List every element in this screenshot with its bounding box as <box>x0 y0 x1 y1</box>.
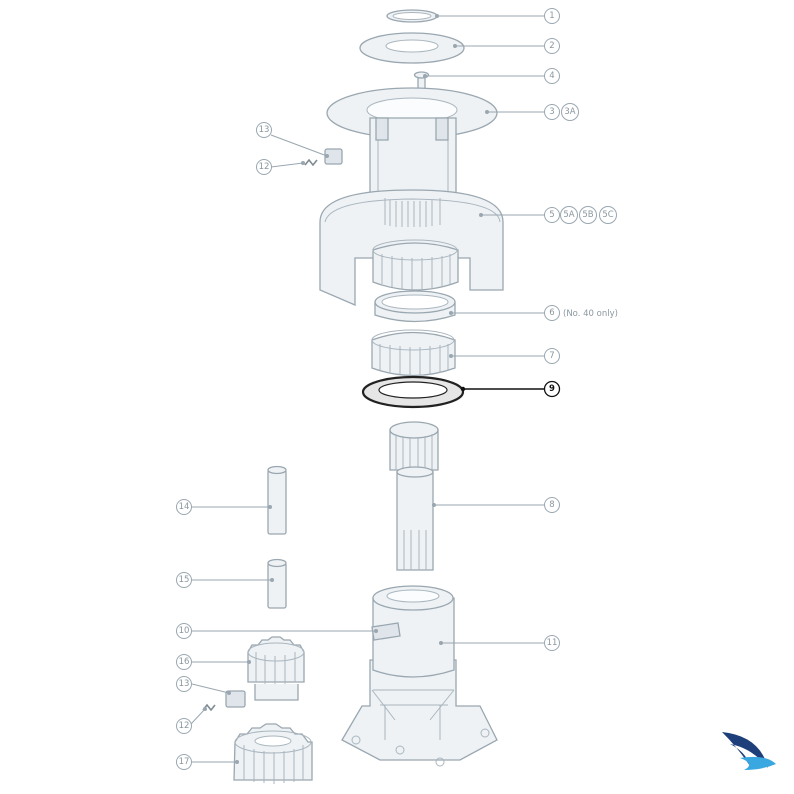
svg-text:3: 3 <box>549 107 554 117</box>
callout-12-lower: 12 <box>176 718 192 734</box>
svg-text:10: 10 <box>179 626 190 636</box>
callout-13-lower: 13 <box>176 676 192 692</box>
callout-1: 1 <box>544 8 560 24</box>
part-13-pawl-lower <box>225 690 246 708</box>
svg-text:13: 13 <box>179 679 190 689</box>
callout-6-note: (No. 40 only) <box>563 309 618 319</box>
svg-text:12: 12 <box>259 162 270 172</box>
callout-5c: 5C <box>599 206 617 224</box>
callout-3: 3 <box>544 104 560 120</box>
callout-2: 2 <box>544 38 560 54</box>
svg-text:6: 6 <box>549 308 554 318</box>
callout-17: 17 <box>176 754 192 770</box>
upper-roller-bearing <box>372 239 459 291</box>
svg-text:16: 16 <box>179 657 190 667</box>
svg-text:5A: 5A <box>563 210 574 220</box>
callout-6: 6 <box>544 305 560 321</box>
part-15-short-pin <box>267 558 287 609</box>
part-13-pawl-upper <box>324 148 343 165</box>
svg-text:5C: 5C <box>602 210 613 220</box>
svg-text:17: 17 <box>179 757 190 767</box>
callout-11: 11 <box>544 635 560 651</box>
svg-text:12: 12 <box>179 721 190 731</box>
part-17-large-gear <box>233 723 313 784</box>
part-2-washer <box>359 32 465 64</box>
callout-13-upper: 13 <box>256 122 272 138</box>
svg-text:15: 15 <box>179 575 190 585</box>
svg-text:11: 11 <box>547 638 558 648</box>
part-10-key <box>371 622 401 641</box>
part-11-base <box>341 585 498 767</box>
svg-text:4: 4 <box>549 71 554 81</box>
svg-text:5B: 5B <box>582 210 593 220</box>
callout-5a: 5A <box>560 206 578 224</box>
svg-text:7: 7 <box>549 351 554 361</box>
part-16-gear <box>247 636 305 701</box>
part-6-spacer <box>374 290 456 323</box>
part-7-roller-bearing <box>371 329 456 377</box>
svg-text:5: 5 <box>549 210 554 220</box>
callout-10: 10 <box>176 623 192 639</box>
callout-9-highlighted: 9 <box>543 380 561 398</box>
callout-7: 7 <box>544 348 560 364</box>
brand-logo-icon <box>722 732 776 770</box>
callout-8: 8 <box>544 497 560 513</box>
svg-text:9: 9 <box>549 384 555 394</box>
callout-4: 4 <box>544 68 560 84</box>
svg-text:1: 1 <box>549 11 554 21</box>
callout-5: 5 <box>544 207 560 223</box>
callout-15: 15 <box>176 572 192 588</box>
part-12-spring-upper <box>304 158 318 167</box>
svg-text:2: 2 <box>549 41 554 51</box>
svg-text:8: 8 <box>549 500 554 510</box>
svg-text:13: 13 <box>259 125 270 135</box>
leader-lines <box>190 14 545 764</box>
svg-text:14: 14 <box>179 502 190 512</box>
svg-text:3A: 3A <box>564 107 575 117</box>
callout-5b: 5B <box>579 206 597 224</box>
part-8-main-shaft <box>389 421 439 571</box>
callout-12-upper: 12 <box>256 159 272 175</box>
part-14-long-pin <box>267 465 287 535</box>
callout-16: 16 <box>176 654 192 670</box>
part-9-washer-highlighted <box>361 375 465 409</box>
part-1-snap-ring <box>386 9 438 23</box>
callout-3a: 3A <box>561 103 579 121</box>
callout-14: 14 <box>176 499 192 515</box>
